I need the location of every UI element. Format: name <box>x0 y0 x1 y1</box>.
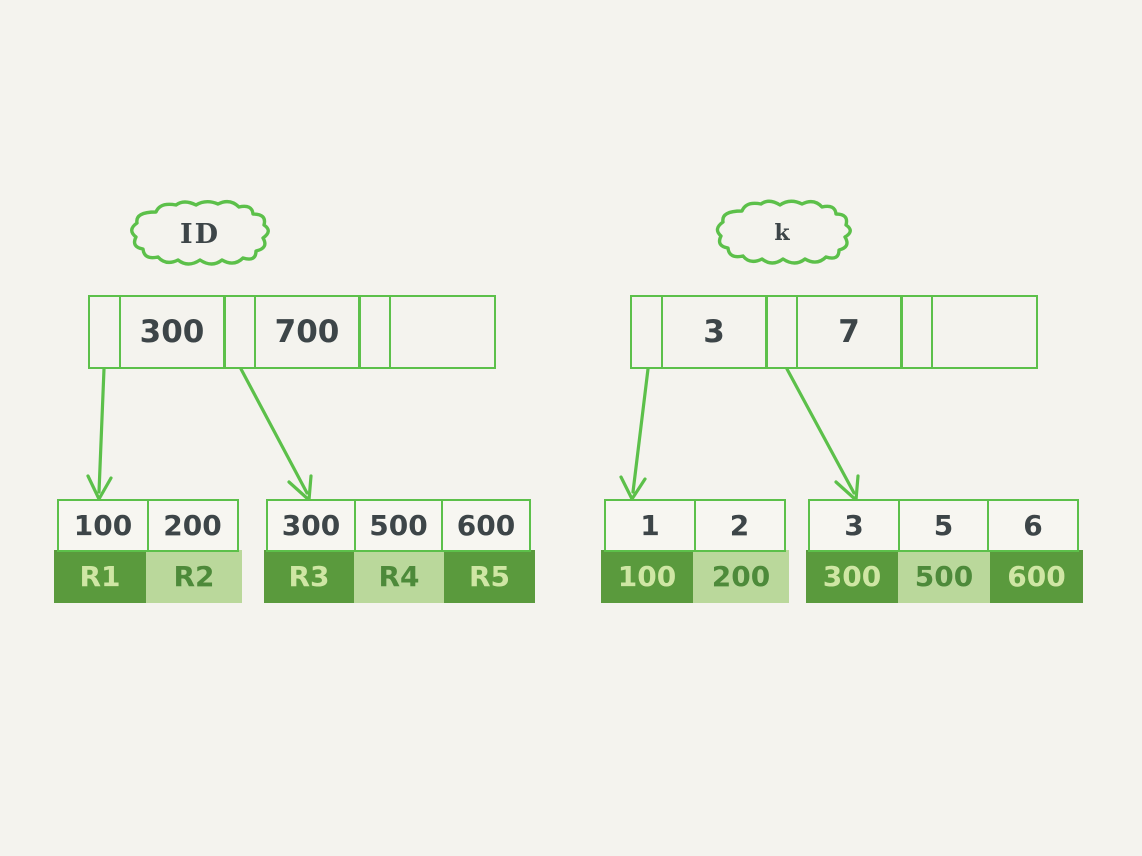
leaf-payload-cell[interactable]: 300 <box>806 550 898 603</box>
root-node-k[interactable]: 3 7 <box>630 295 1038 369</box>
leaf-payload-row: R3 R4 R5 <box>264 550 535 603</box>
leaf-node-id-1[interactable]: 100 200 R1 R2 <box>54 499 242 603</box>
leaf-payload-row: 300 500 600 <box>806 550 1083 603</box>
leaf-key-cell[interactable]: 500 <box>353 499 444 552</box>
leaf-key-row: 1 2 <box>604 499 786 552</box>
cloud-label-id: ID <box>126 198 274 270</box>
leaf-key-row: 3 5 6 <box>808 499 1079 552</box>
leaf-key-cell[interactable]: 600 <box>441 499 531 552</box>
root-key-cell-0[interactable]: 3 <box>660 295 768 369</box>
leaf-payload-cell[interactable]: 500 <box>898 550 990 603</box>
leaf-key-row: 300 500 600 <box>266 499 531 552</box>
leaf-payload-cell[interactable]: R5 <box>444 550 535 603</box>
root-node-id[interactable]: 300 700 <box>88 295 496 369</box>
leaf-payload-cell[interactable]: 600 <box>990 550 1083 603</box>
leaf-key-cell[interactable]: 2 <box>693 499 786 552</box>
leaf-payload-row: R1 R2 <box>54 550 242 603</box>
root-pointer-cell-2[interactable] <box>358 295 391 369</box>
cloud-shape-icon <box>715 199 852 265</box>
root-pointer-cell-1[interactable] <box>765 295 798 369</box>
leaf-key-cell[interactable]: 300 <box>266 499 356 552</box>
connector-id-root-ptr1-to-leaf2 <box>239 367 313 502</box>
connector-k-root-ptr0-to-leaf1 <box>619 367 650 501</box>
root-key-cell-0[interactable]: 300 <box>118 295 226 369</box>
root-key-cell-2[interactable] <box>930 295 1038 369</box>
leaf-key-cell[interactable]: 100 <box>57 499 149 552</box>
leaf-key-cell[interactable]: 3 <box>808 499 900 552</box>
leaf-key-row: 100 200 <box>57 499 239 552</box>
root-key-cell-1[interactable]: 7 <box>795 295 903 369</box>
leaf-node-k-1[interactable]: 1 2 100 200 <box>601 499 789 603</box>
leaf-payload-row: 100 200 <box>601 550 789 603</box>
leaf-node-k-2[interactable]: 3 5 6 300 500 600 <box>806 499 1083 603</box>
leaf-key-cell[interactable]: 1 <box>604 499 696 552</box>
root-pointer-cell-0[interactable] <box>630 295 663 369</box>
connector-id-root-ptr0-to-leaf1 <box>86 367 113 501</box>
leaf-payload-cell[interactable]: R3 <box>264 550 354 603</box>
leaf-key-cell[interactable]: 5 <box>897 499 990 552</box>
connector-k-root-ptr1-to-leaf2 <box>785 367 860 502</box>
root-pointer-cell-1[interactable] <box>223 295 256 369</box>
cloud-label-id-text: ID <box>179 218 221 250</box>
leaf-key-cell[interactable]: 200 <box>146 499 239 552</box>
leaf-payload-cell[interactable]: 200 <box>693 550 789 603</box>
cloud-shape-icon <box>130 199 270 266</box>
leaf-payload-cell[interactable]: R2 <box>146 550 242 603</box>
leaf-payload-cell[interactable]: 100 <box>601 550 693 603</box>
leaf-payload-cell[interactable]: R4 <box>354 550 444 603</box>
leaf-node-id-2[interactable]: 300 500 600 R3 R4 R5 <box>264 499 535 603</box>
leaf-payload-cell[interactable]: R1 <box>54 550 146 603</box>
root-key-cell-1[interactable]: 700 <box>253 295 361 369</box>
root-key-cell-2[interactable] <box>388 295 496 369</box>
root-pointer-cell-2[interactable] <box>900 295 933 369</box>
leaf-key-cell[interactable]: 6 <box>987 499 1079 552</box>
cloud-label-k: k <box>712 198 852 268</box>
root-pointer-cell-0[interactable] <box>88 295 121 369</box>
cloud-label-k-text: k <box>774 220 790 246</box>
